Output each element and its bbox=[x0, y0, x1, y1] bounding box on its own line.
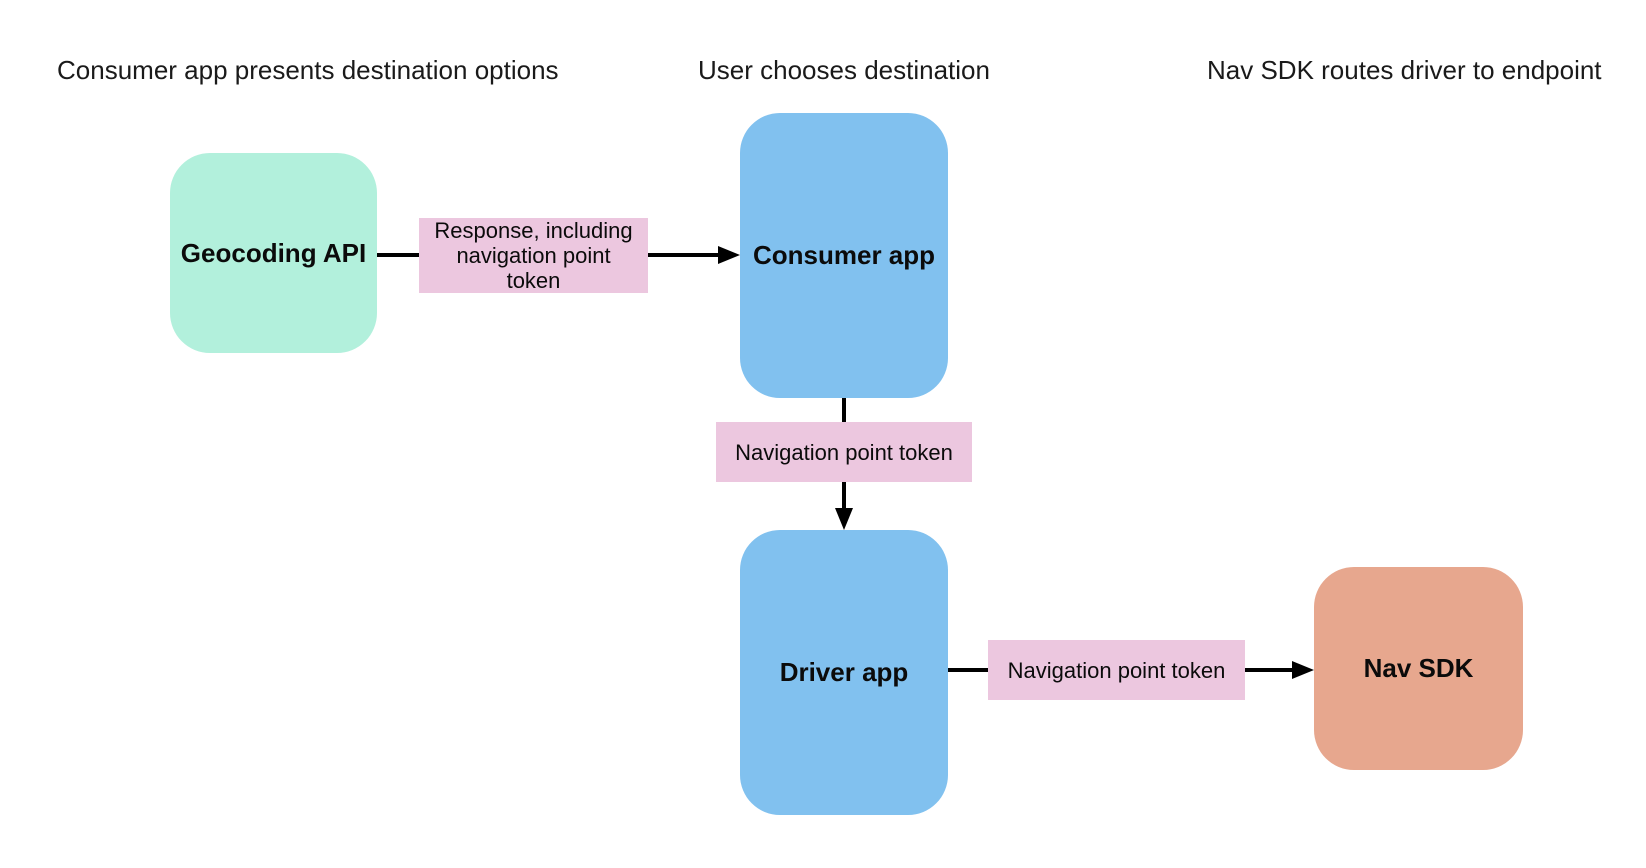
node-consumer-app: Consumer app bbox=[740, 113, 948, 398]
node-nav-sdk: Nav SDK bbox=[1314, 567, 1523, 770]
node-consumer-app-label: Consumer app bbox=[752, 240, 936, 270]
edge-label-navigation-point-token-vertical: Navigation point token bbox=[716, 422, 972, 482]
step-header-user-chooses: User chooses destination bbox=[698, 55, 990, 85]
step-header-consumer-presents: Consumer app presents destination option… bbox=[57, 55, 559, 85]
edge-label-navigation-point-token-horizontal: Navigation point token bbox=[988, 640, 1245, 700]
node-nav-sdk-label: Nav SDK bbox=[1363, 653, 1474, 683]
node-geocoding-api-label: Geocoding API bbox=[180, 237, 367, 268]
step-header-nav-sdk-routes: Nav SDK routes driver to endpoint bbox=[1207, 55, 1602, 85]
node-geocoding-api: Geocoding API bbox=[170, 153, 377, 353]
edge-label-response-including-token: Response, including navigation point tok… bbox=[419, 218, 648, 293]
node-driver-app: Driver app bbox=[740, 530, 948, 815]
node-driver-app-label: Driver app bbox=[779, 657, 909, 687]
